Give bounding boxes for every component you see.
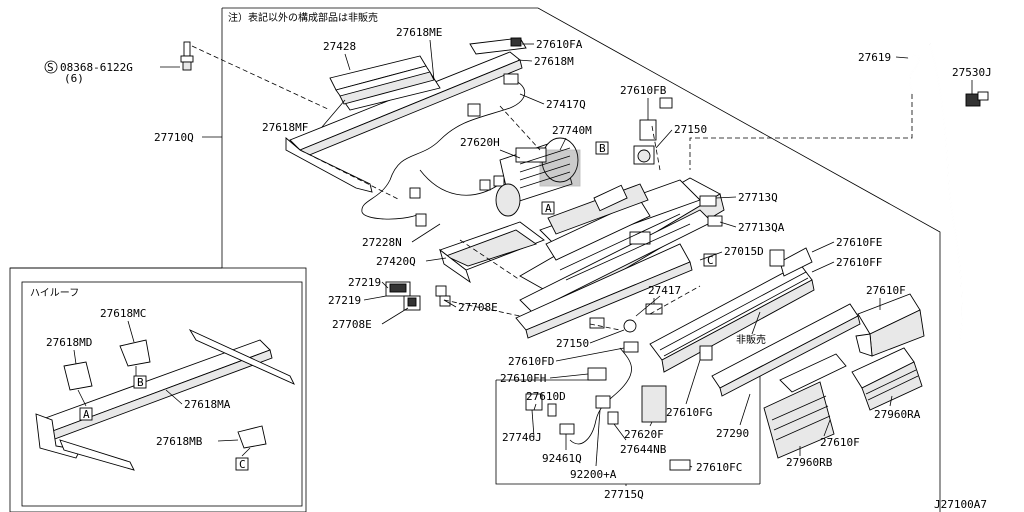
dashed-leaders <box>299 105 701 331</box>
label-27610F-lower: 27610F <box>820 436 860 449</box>
label-27610FD: 27610FD <box>508 355 554 368</box>
part-labels: 27428 27618ME 27610FA 27618M 27417Q 2761… <box>46 26 992 501</box>
label-27417Q: 27417Q <box>546 98 586 111</box>
label-27620F: 27620F <box>624 428 664 441</box>
ref-box-c-main: C <box>703 253 717 267</box>
label-27610FB: 27610FB <box>620 84 667 97</box>
clip-icon <box>965 91 989 107</box>
duct-27610F <box>855 293 925 357</box>
svg-text:A: A <box>83 408 90 421</box>
label-27960RA: 27960RA <box>874 408 921 421</box>
ref-box-b-inset: B <box>133 375 147 389</box>
label-27960RB: 27960RB <box>786 456 833 469</box>
label-27530J: 27530J <box>952 66 992 79</box>
label-27015D: 27015D <box>724 245 764 258</box>
label-27610F-upper: 27610F <box>866 284 906 297</box>
label-92461Q: 92461Q <box>542 452 582 465</box>
frame-lines <box>9 7 941 512</box>
label-27219-b: 27219 <box>328 294 361 307</box>
screw-callout: S 08368-6122G (6) <box>44 41 331 111</box>
label-27618MA: 27618MA <box>184 398 231 411</box>
diagram-code: J27100A7 <box>934 498 987 511</box>
label-27420Q: 27420Q <box>376 255 416 268</box>
label-27290: 27290 <box>716 427 749 440</box>
label-27644NB: 27644NB <box>620 443 667 456</box>
label-27708E-left: 27708E <box>332 318 372 331</box>
svg-text:C: C <box>707 254 714 267</box>
label-27417: 27417 <box>648 284 681 297</box>
screw-icon <box>180 41 194 71</box>
blower-motor-group <box>495 137 581 217</box>
inset-title: ハイルーフ <box>30 288 79 299</box>
label-27428: 27428 <box>323 40 356 53</box>
label-27618MC: 27618MC <box>100 307 146 320</box>
svg-text:C: C <box>239 458 246 471</box>
label-screw: 08368-6122G <box>60 61 133 74</box>
drain-hose <box>689 43 964 341</box>
label-27710Q: 27710Q <box>154 131 194 144</box>
label-not-sold: 非販売 <box>736 333 766 346</box>
label-27219-a: 27219 <box>348 276 381 289</box>
label-27740M: 27740M <box>552 124 592 137</box>
ref-box-c-inset: C <box>235 457 249 471</box>
label-27618MB: 27618MB <box>156 435 203 448</box>
label-27610FH: 27610FH <box>500 372 546 385</box>
label-27228N: 27228N <box>362 236 402 249</box>
label-27610FG: 27610FG <box>666 406 712 419</box>
label-27620H: 27620H <box>460 136 500 149</box>
ref-box-b-main: B <box>595 141 609 155</box>
note-text: 注）表記以外の構成部品は非販売 <box>228 11 378 24</box>
label-27713QA: 27713QA <box>738 221 785 234</box>
filter-27620F <box>641 345 713 471</box>
lower-harness <box>525 347 632 445</box>
svg-text:A: A <box>545 202 552 215</box>
label-27610FE: 27610FE <box>836 236 882 249</box>
filter-housing <box>439 221 545 284</box>
ref-box-a-inset: A <box>79 407 93 421</box>
duct-27960RA <box>851 347 923 411</box>
label-27715Q: 27715Q <box>604 488 644 501</box>
label-27618MD: 27618MD <box>46 336 92 349</box>
label-27618MF: 27618MF <box>262 121 308 134</box>
label-27150-top: 27150 <box>674 123 707 136</box>
label-27610FC: 27610FC <box>696 461 742 474</box>
ref-box-a-main: A <box>541 201 555 215</box>
label-27708E-right: 27708E <box>458 301 498 314</box>
label-27610FA: 27610FA <box>536 38 583 51</box>
label-92200A: 92200+A <box>570 468 617 481</box>
label-27618M: 27618M <box>534 55 574 68</box>
inset-rail-group <box>35 328 295 471</box>
label-27713Q: 27713Q <box>738 191 778 204</box>
svg-text:B: B <box>599 142 606 155</box>
label-27610D: 27610D <box>526 390 566 403</box>
label-27619: 27619 <box>858 51 891 64</box>
label-27746J: 27746J <box>502 431 542 444</box>
label-27610FF: 27610FF <box>836 256 882 269</box>
svg-text:B: B <box>137 376 144 389</box>
duct-27960RB <box>763 353 847 459</box>
duct-assembly <box>515 177 725 339</box>
switch-group <box>385 281 451 311</box>
label-27150-lower: 27150 <box>556 337 589 350</box>
upper-rail-group <box>285 37 527 227</box>
duct-27290 <box>711 303 861 397</box>
label-27618ME: 27618ME <box>396 26 442 39</box>
screw-symbol: S <box>47 61 54 74</box>
label-screw-qty: (6) <box>64 72 84 85</box>
